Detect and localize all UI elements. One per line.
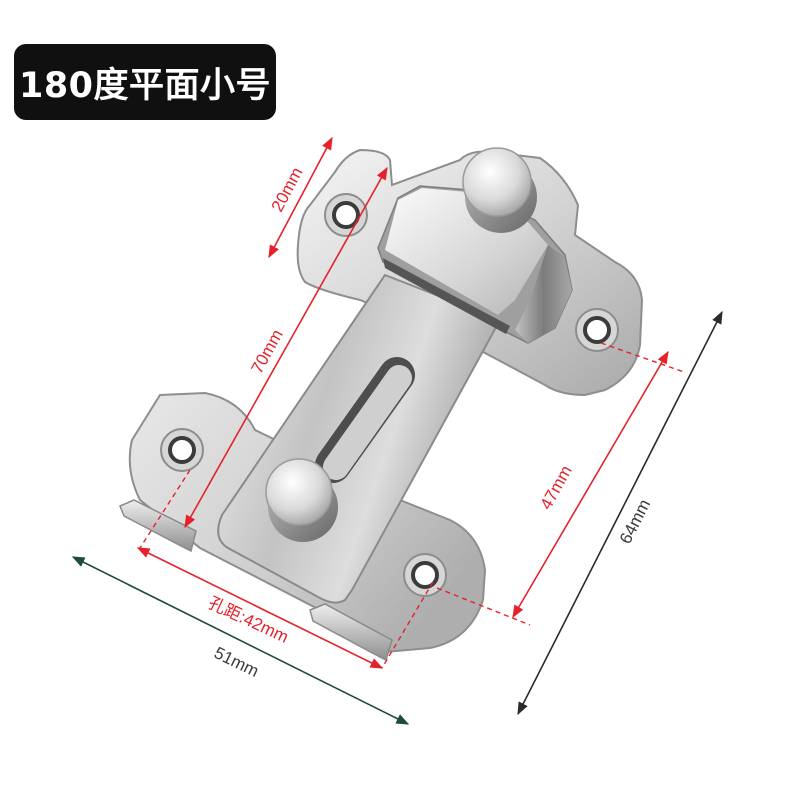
dimension-line-64mm	[517, 310, 723, 716]
dimension-label-64mm: 64mm	[616, 496, 654, 547]
dimension-label-47mm: 47mm	[536, 462, 576, 513]
dimension-lines	[71, 136, 723, 725]
top-knob	[462, 147, 537, 233]
model-badge-label: 180度平面小号	[18, 65, 272, 106]
hinge-hole-right	[575, 308, 619, 352]
dimension-label-51mm: 51mm	[211, 643, 262, 681]
housing-gap	[383, 258, 510, 334]
dimension-line-51mm	[71, 556, 410, 725]
dimension-label-20mm: 20mm	[268, 164, 307, 215]
dimension-label-hole-spacing: 孔距:42mm	[205, 593, 291, 647]
dimension-line-70mm	[184, 166, 388, 529]
keeper-hole-left	[160, 428, 204, 472]
dimension-label-70mm: 70mm	[247, 326, 287, 377]
model-badge: 180度平面小号	[14, 44, 276, 120]
guide-line-left-hole	[139, 469, 191, 549]
guide-line-right-bottom	[436, 587, 531, 626]
